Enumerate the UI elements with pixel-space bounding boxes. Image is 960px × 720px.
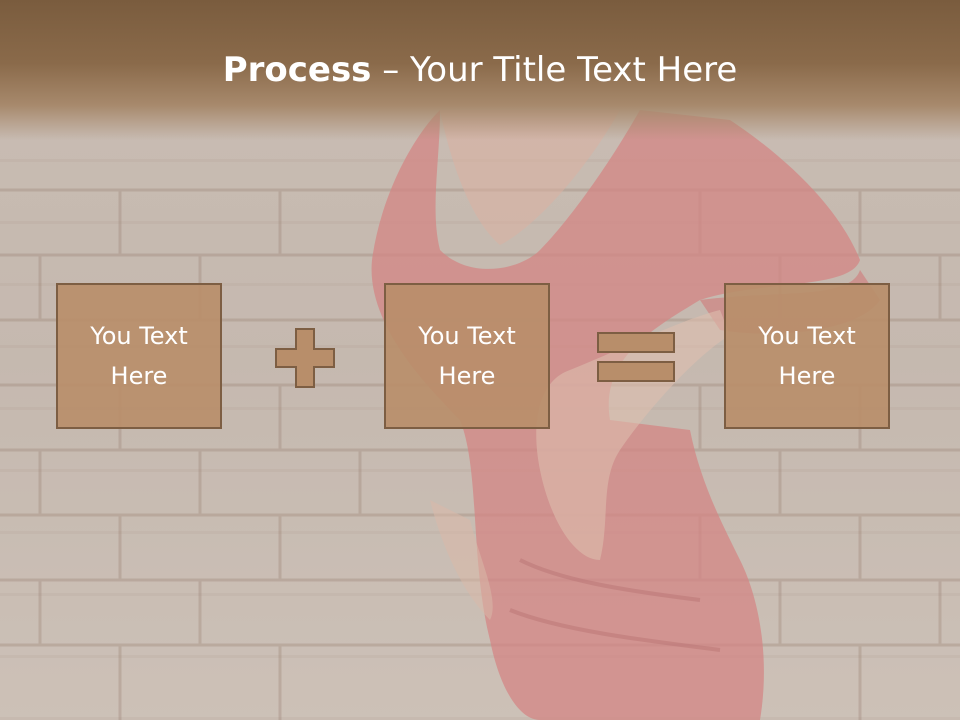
plus-icon <box>275 328 335 388</box>
process-box-1[interactable]: You Text Here <box>56 283 222 429</box>
title-bold-word: Process <box>222 50 372 90</box>
title-text: – Your Title Text Here <box>371 50 738 90</box>
equals-icon <box>597 332 675 382</box>
process-box-3-text: You Text Here <box>758 322 856 390</box>
process-box-2[interactable]: You Text Here <box>384 283 550 429</box>
process-box-3[interactable]: You Text Here <box>724 283 890 429</box>
title-bar <box>0 0 960 140</box>
process-box-2-text: You Text Here <box>418 322 516 390</box>
slide-title[interactable]: Process – Your Title Text Here <box>0 50 960 90</box>
process-box-1-text: You Text Here <box>90 322 188 390</box>
